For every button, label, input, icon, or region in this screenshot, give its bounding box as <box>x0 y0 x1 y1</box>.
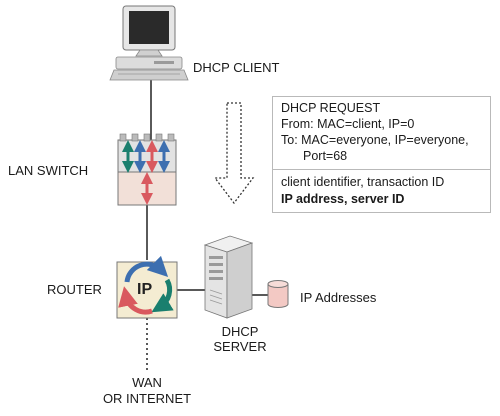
router-label: ROUTER <box>47 282 102 297</box>
router-ip-text: IP <box>137 281 153 298</box>
lan-switch-label: LAN SWITCH <box>8 163 89 178</box>
dotted-down-arrow <box>213 102 255 205</box>
lan-switch-icon <box>117 133 177 206</box>
request-payload: client identifier, transaction ID <box>281 175 445 189</box>
computer-icon <box>109 5 189 81</box>
dhcp-server-label-line1: DHCP <box>221 324 259 339</box>
wan-label-line2: OR INTERNET <box>102 391 192 406</box>
request-port: Port=68 <box>303 149 348 163</box>
dhcp-request-box: DHCP REQUEST From: MAC=client, IP=0 To: … <box>272 96 491 213</box>
router-icon <box>116 255 178 319</box>
dhcp-server-label-line2: SERVER <box>213 339 267 354</box>
request-title: DHCP REQUEST <box>281 101 381 115</box>
ip-addresses-label: IP Addresses <box>300 290 377 305</box>
request-header-section <box>273 97 490 170</box>
request-payload-bold: IP address, server ID <box>281 192 405 206</box>
database-icon <box>267 280 289 308</box>
request-from: From: MAC=client, IP=0 <box>281 117 415 131</box>
wan-label-line1: WAN <box>132 375 162 390</box>
request-to: To: MAC=everyone, IP=everyone, <box>281 133 469 147</box>
server-icon <box>203 235 254 319</box>
dhcp-client-label: DHCP CLIENT <box>193 60 280 75</box>
